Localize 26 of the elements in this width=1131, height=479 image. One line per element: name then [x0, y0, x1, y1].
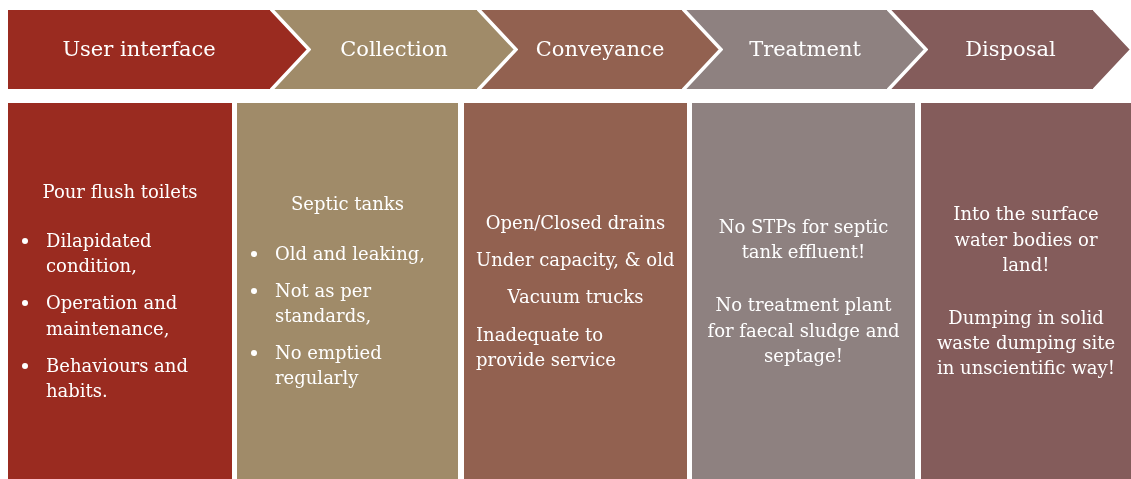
panel-text: Inadequate to provide service	[476, 322, 617, 372]
panel-heading: Pour flush toilets	[41, 179, 199, 204]
stage-panel	[921, 103, 1131, 479]
bullet-item: Old and leaking,	[275, 241, 425, 266]
stage-panel	[692, 103, 915, 479]
panel-heading: Open/Closed drains	[484, 211, 667, 236]
bullet-item: Not as per standards,	[275, 278, 373, 328]
bullet-item: Dilapidated condition,	[46, 229, 153, 279]
stage-panel	[237, 103, 458, 479]
bullet-item: No emptied regularly	[275, 341, 383, 391]
bullet-item: Behaviours and habits.	[46, 353, 189, 403]
panel-text: Under capacity, & old	[476, 248, 675, 273]
stage-title: Conveyance	[535, 35, 665, 63]
bullet-item: Operation and maintenance,	[46, 291, 179, 341]
stage-title: User interface	[62, 35, 216, 63]
stage-panel	[8, 103, 232, 479]
stage-title: Disposal	[965, 35, 1056, 63]
stage-panel	[464, 103, 687, 479]
panel-text: No treatment plant for faecal sludge and septage!	[706, 293, 901, 368]
stage-title: Treatment	[749, 35, 861, 63]
panel-text: Vacuum trucks	[506, 285, 645, 310]
panel-heading: No STPs for septic tank effluent!	[717, 215, 890, 265]
panel-heading: Into the surface water bodies or land!	[952, 202, 1100, 277]
stage-title: Collection	[340, 35, 448, 63]
panel-heading: Septic tanks	[290, 192, 405, 217]
panel-text: Dumping in solid waste dumping site in unscientific way!	[935, 306, 1117, 381]
